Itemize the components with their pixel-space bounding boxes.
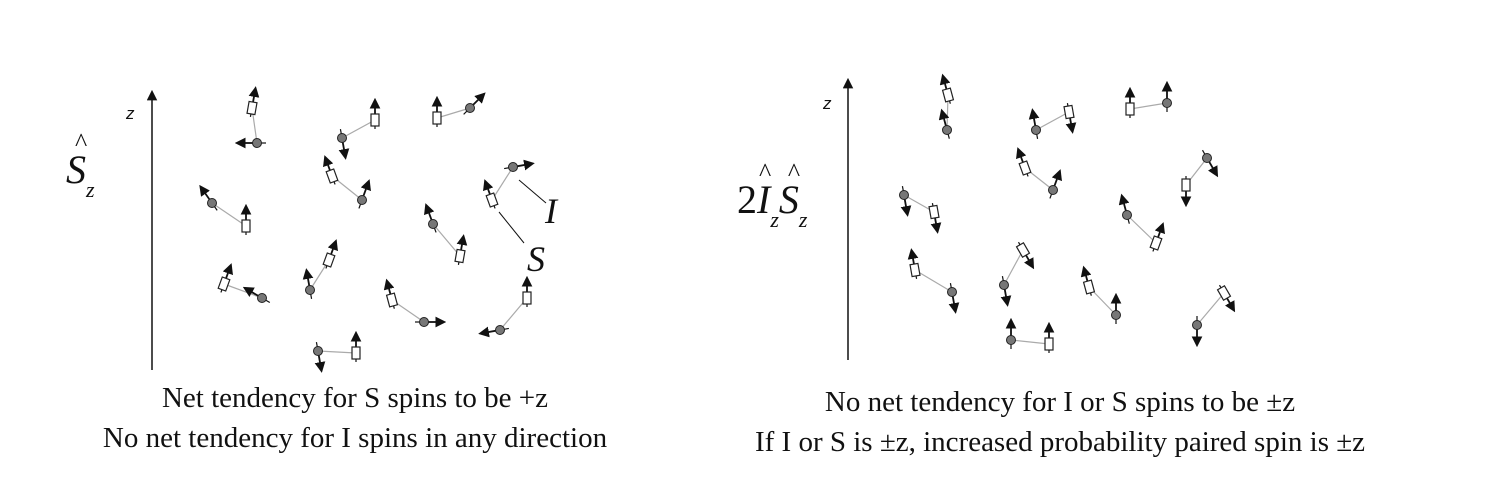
spin-pair-bond [1035,111,1070,131]
S-spin-box [928,203,942,234]
label-S-pointer [498,211,525,244]
I-spin-ball [242,286,271,304]
label-S: S [527,239,545,279]
S-spin-box [1015,241,1035,270]
I-spin-ball [424,203,438,233]
label-I: I [545,191,557,231]
spin-pair-bond [223,283,263,299]
S-spin-box [322,239,338,269]
S-spin-box [1080,265,1096,296]
S-spin-box [350,330,362,362]
S-spin-box [1124,86,1136,118]
spin-pair-bond [341,119,376,139]
S-spin-box [454,234,468,265]
I-spin-ball [463,92,486,115]
left-spin-ensemble [199,86,535,373]
S-spin-box [246,86,260,117]
hat-symbol: ^ [787,158,801,187]
label-I-pointer [518,179,547,204]
spin-pair-bond [1196,292,1225,326]
I-spin-ball [199,184,218,211]
spin-pair-bond [1010,339,1050,345]
S-spin-box [521,275,533,307]
S-spin-box [369,97,381,129]
I-spin-ball [1028,108,1041,139]
I-spin-ball [938,108,952,139]
S-spin-box [383,278,399,309]
spin-pair-bond [317,350,357,354]
I-spin-ball [999,276,1012,307]
spin-pair-bond [914,269,953,293]
I-spin-ball [947,283,960,314]
I-spin-ball [478,325,509,338]
I-spin-ball [313,342,326,373]
left-operator-label: ^ S z [66,128,95,202]
spin-pair-bond [211,202,247,227]
I-spin-ball [504,159,535,172]
I-spin-ball [357,179,371,209]
left-caption: Net tendency for S spins to be +z No net… [60,378,650,458]
right-caption-line-2: If I or S is ±z, increased probability p… [754,426,1366,458]
right-operator-label: 2 ^ I z ^ S z [737,158,808,232]
spin-pair-bond [436,107,471,119]
I-spin-ball [302,268,315,299]
left-caption-line-2: No net tendency for I spins in any direc… [102,422,608,454]
S-spin-box [431,95,443,127]
I-spin-ball [1201,149,1219,178]
I-spin-ball [1005,317,1017,349]
I-spin-ball [1161,80,1173,112]
right-caption: No net tendency for I or S spins to be ±… [700,382,1420,462]
hat-symbol: ^ [759,158,772,187]
I-spin-ball [1048,169,1062,199]
S-spin-box [1043,321,1055,353]
S-spin-box [1216,284,1236,313]
S-spin-box [1180,176,1192,208]
I-spin-ball [234,137,266,149]
right-caption-line-1: No net tendency for I or S spins to be ±… [824,386,1296,418]
hat-symbol: ^ [75,128,88,157]
right-axis-label: z [823,94,832,113]
S-spin-box [939,73,955,104]
left-caption-line-1: Net tendency for S spins to be +z [161,382,549,414]
I-spin-ball [1191,316,1203,348]
I-spin-ball [337,129,350,160]
spin-pair-bond [1126,214,1157,244]
S-spin-box [1016,147,1032,177]
I-spin-ball [1110,292,1122,324]
S-spin-box [240,203,252,235]
S-spin-box [907,248,921,279]
S-spin-box [323,155,339,185]
spin-pair-bond [432,223,461,257]
left-axis-label: z [126,104,135,123]
right-spin-ensemble [899,73,1236,353]
S-spin-box [483,179,499,209]
S-spin-box [1063,103,1077,134]
spin-pair-bond [1003,249,1024,286]
S-spin-box [1149,222,1165,252]
spin-pair-bond [1129,102,1168,110]
I-spin-ball [1118,193,1132,224]
S-spin-box [217,263,233,293]
I-spin-ball [415,316,447,328]
I-spin-ball [899,186,912,217]
spin-pair-bond [491,166,514,201]
